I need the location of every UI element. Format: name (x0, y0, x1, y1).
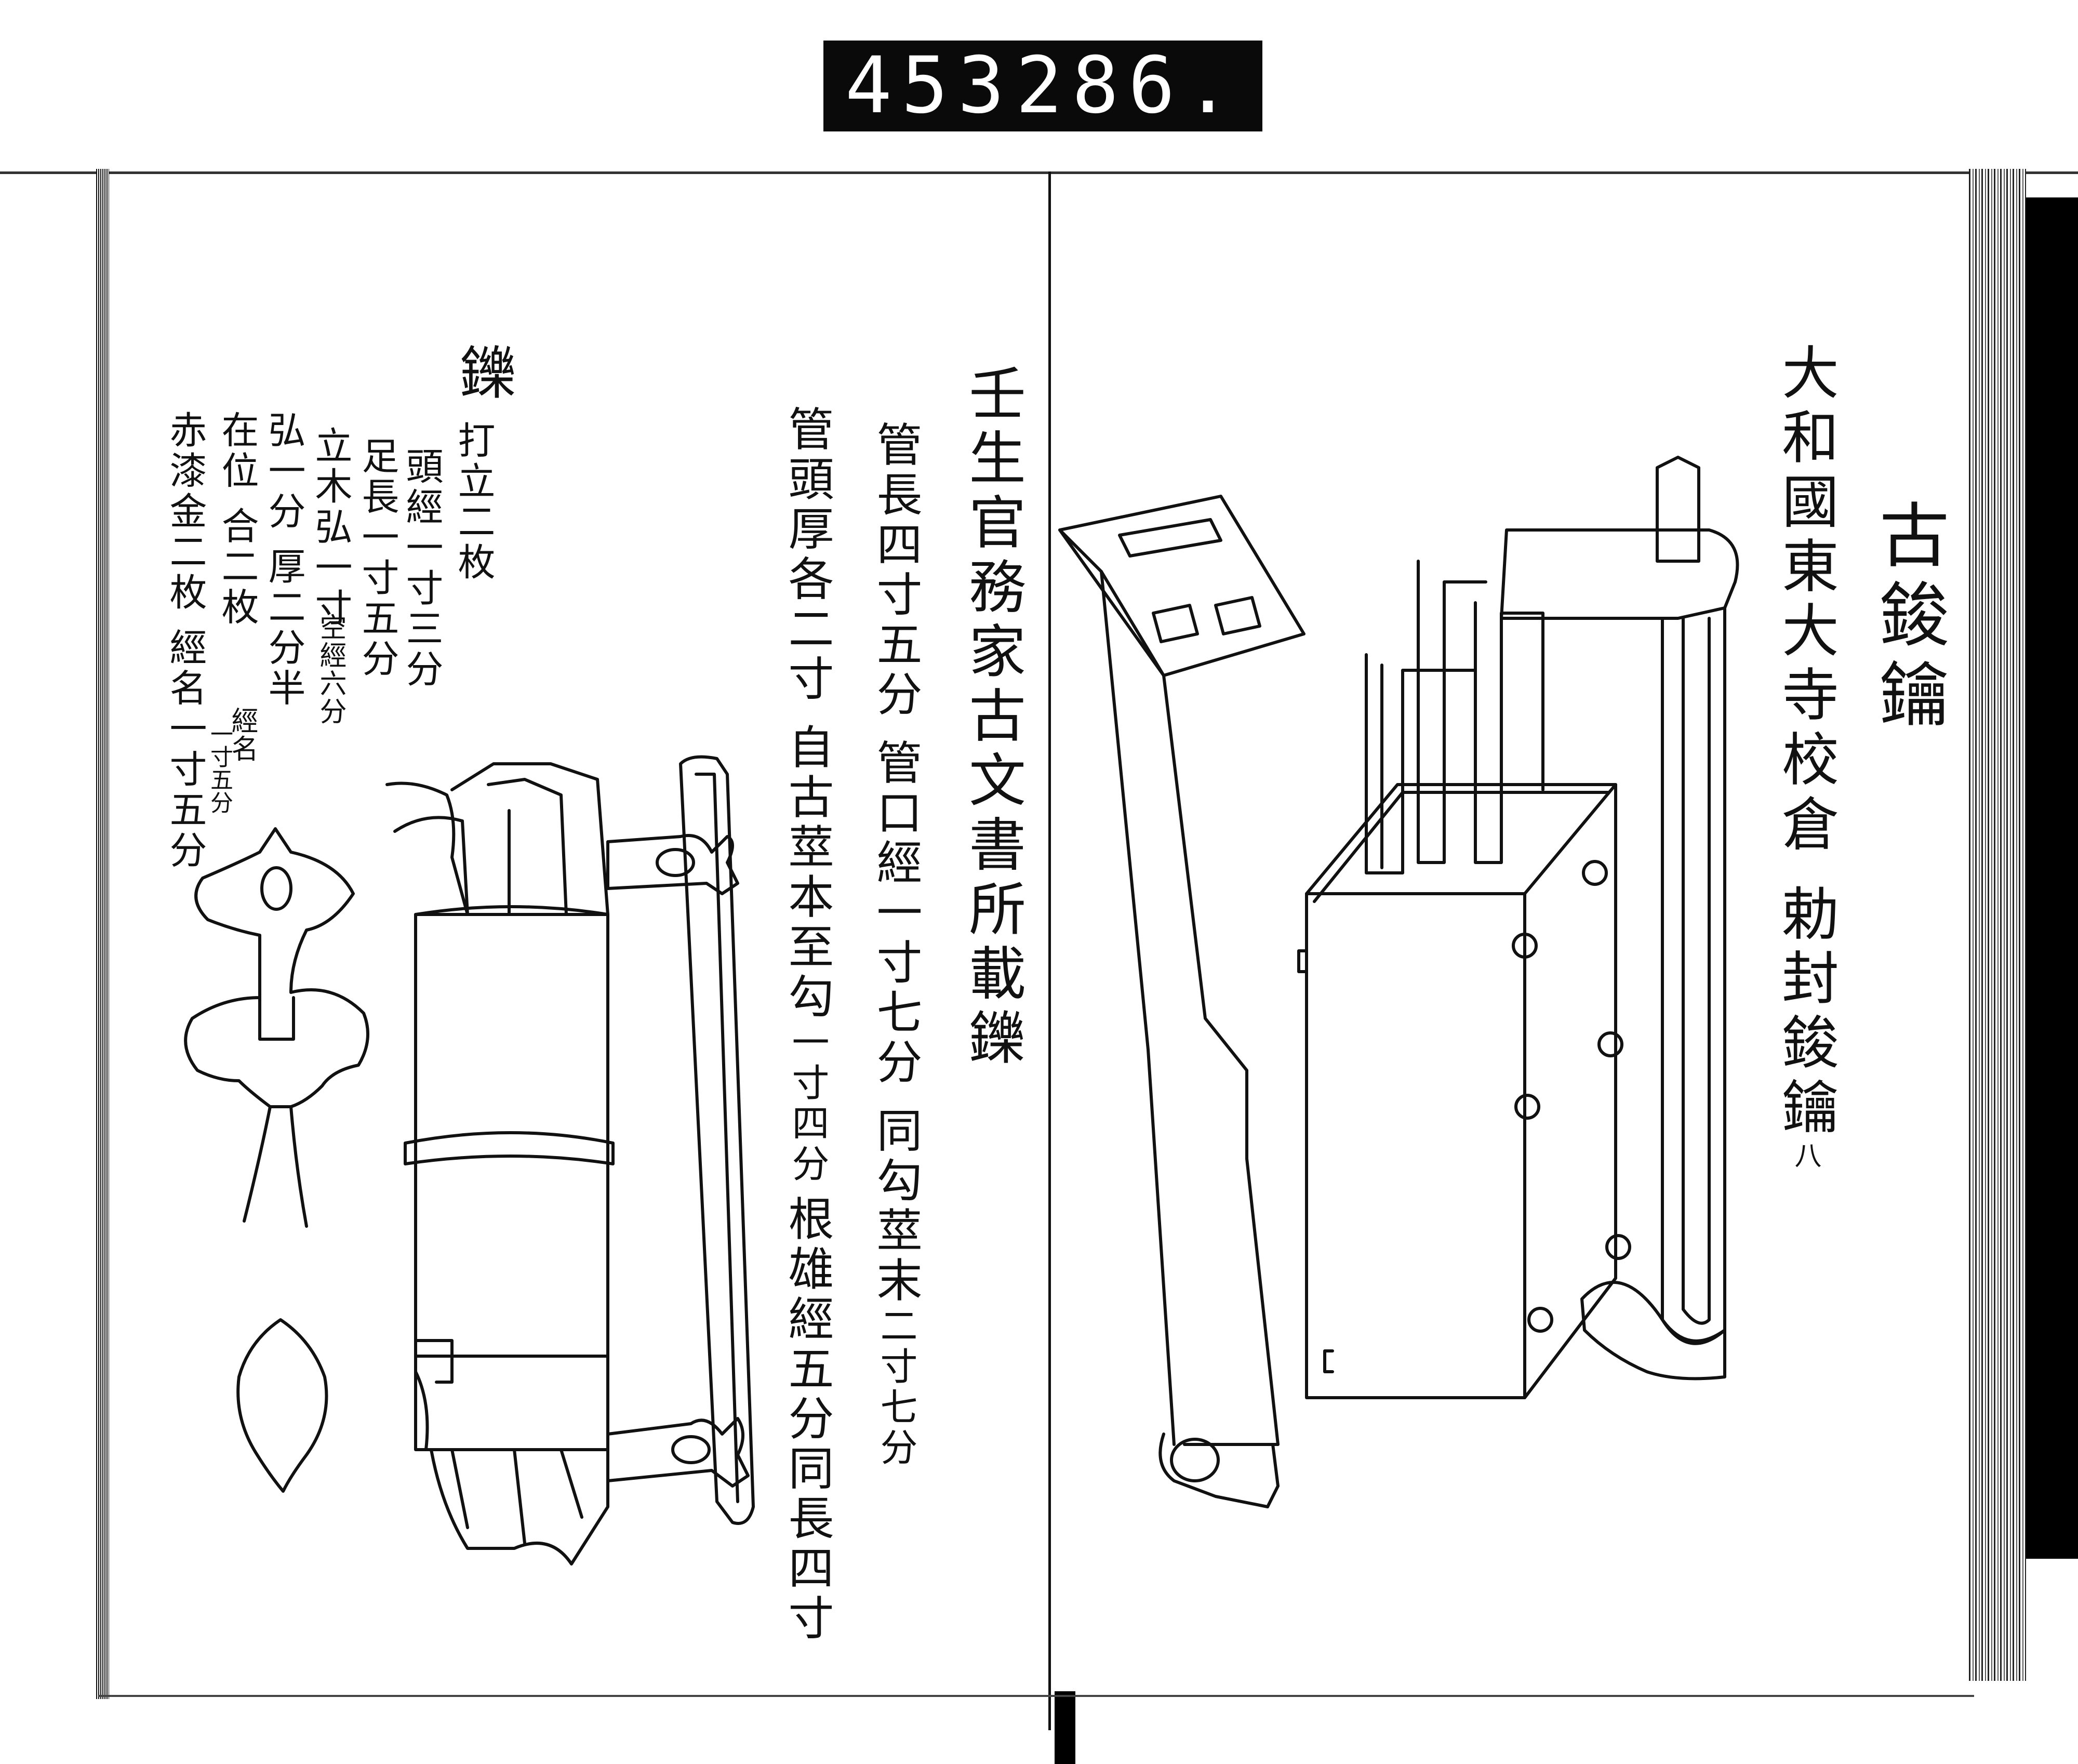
spec-line-5b: 經名 (227, 707, 258, 763)
left-page-heading: 壬生官務家古文書所載鑠 (959, 364, 1025, 1072)
left-page-edge (96, 169, 109, 1699)
spec-line-5a: 在位 合二枚 (215, 410, 259, 628)
left-lock-drawing (385, 755, 755, 1566)
spec-line-6: 赤漆金二枚 經名一寸五分 (163, 410, 207, 871)
measure-1-text: 管長四寸五分 管口經一寸七分 同勾莖末 (869, 421, 923, 1306)
subtitle-text: 大和國東大寺校倉 勅封鋑鑰 (1772, 343, 1839, 1142)
ornamental-fittings-drawing (184, 827, 369, 1493)
spec-line-4: 弘一分 厚二分半 (262, 410, 305, 709)
right-page-edge (1969, 169, 2026, 1681)
measure-line-3: 根雄經五分同長四寸 (781, 1195, 834, 1644)
spec-line-2: 足長一寸五分 (355, 436, 399, 680)
measure-line-1: 管長四寸五分 管口經一寸七分 同勾莖末二寸七分 (869, 421, 923, 1468)
lock-box-drawing (1297, 456, 1739, 1399)
spec-line-3b: 空經六分 (315, 613, 346, 725)
book-gutter (1048, 171, 1051, 1730)
gutter-shadow (1055, 1691, 1075, 1764)
measure-1-small: 二寸七分 (874, 1306, 917, 1468)
right-page-title: 古鋑鑰 (1867, 499, 1949, 737)
catalog-label: 453 286. (823, 41, 1262, 131)
item-title: 鑠 (450, 343, 516, 407)
book-top-edge (0, 171, 2078, 174)
subtitle-suffix: 八 (1790, 1141, 1821, 1170)
measure-2-text: 管頭厚各二寸 自古莖本至勾 (781, 405, 834, 1023)
item-note: 打立二枚 (451, 421, 495, 583)
spec-line-5c: 一寸五分 (206, 722, 233, 814)
right-page-subtitle: 大和國東大寺校倉 勅封鋑鑰八 (1772, 343, 1839, 1170)
page-bottom-edge (99, 1695, 1974, 1697)
spec-line-3a: 立木弘一寸 (309, 426, 352, 629)
spec-line-1: 頭經一寸三分 (399, 447, 443, 690)
right-scan-band (2026, 197, 2078, 1559)
catalog-number-right: 286. (1016, 41, 1241, 131)
measure-2-small: 一寸四分 (785, 1022, 829, 1185)
catalog-number-left: 453 (845, 41, 1014, 131)
key-drawing (1058, 495, 1306, 1508)
measure-line-2: 管頭厚各二寸 自古莖本至勾一寸四分 (781, 405, 834, 1185)
